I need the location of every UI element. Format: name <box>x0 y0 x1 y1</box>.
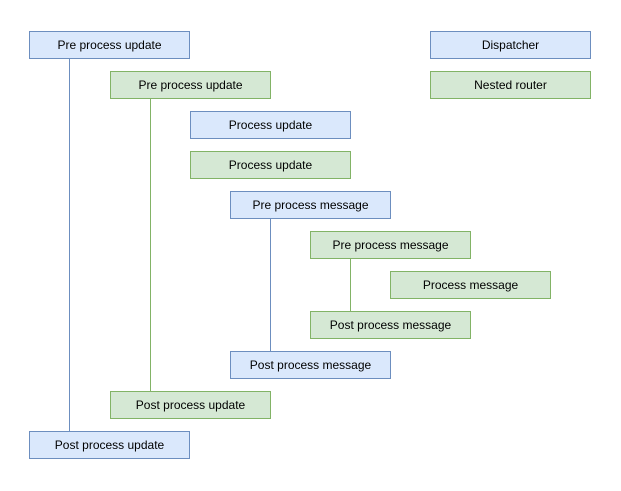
connector-dispatcher-message-lifeline <box>270 219 271 351</box>
node-process-message-router[interactable]: Process message <box>390 271 551 299</box>
node-label: Process message <box>422 277 519 292</box>
node-label: Post process message <box>329 317 452 332</box>
node-label: Pre process message <box>252 197 369 212</box>
legend-label-dispatcher: Dispatcher <box>481 37 540 52</box>
node-label: Pre process update <box>138 77 243 92</box>
node-post-process-update-router[interactable]: Post process update <box>110 391 271 419</box>
node-label: Process update <box>228 117 313 132</box>
node-pre-process-message-router[interactable]: Pre process message <box>310 231 471 259</box>
legend-item-dispatcher[interactable]: Dispatcher <box>430 31 591 59</box>
node-label: Pre process message <box>332 237 449 252</box>
node-label: Pre process update <box>57 37 162 52</box>
connector-router-message-lifeline <box>350 259 351 311</box>
node-pre-process-update-dispatcher[interactable]: Pre process update <box>29 31 190 59</box>
legend-label-nested-router: Nested router <box>474 77 547 92</box>
node-post-process-message-router[interactable]: Post process message <box>310 311 471 339</box>
node-label: Post process update <box>54 437 165 452</box>
connector-router-update-lifeline <box>150 99 151 391</box>
node-label: Process update <box>228 157 313 172</box>
node-pre-process-update-router[interactable]: Pre process update <box>110 71 271 99</box>
node-label: Post process message <box>249 357 372 372</box>
node-process-update-router[interactable]: Process update <box>190 151 351 179</box>
node-process-update-dispatcher[interactable]: Process update <box>190 111 351 139</box>
node-pre-process-message-dispatcher[interactable]: Pre process message <box>230 191 391 219</box>
node-label: Post process update <box>135 397 246 412</box>
legend-item-nested-router[interactable]: Nested router <box>430 71 591 99</box>
connector-dispatcher-update-lifeline <box>69 59 70 431</box>
node-post-process-update-dispatcher[interactable]: Post process update <box>29 431 190 459</box>
node-post-process-message-dispatcher[interactable]: Post process message <box>230 351 391 379</box>
